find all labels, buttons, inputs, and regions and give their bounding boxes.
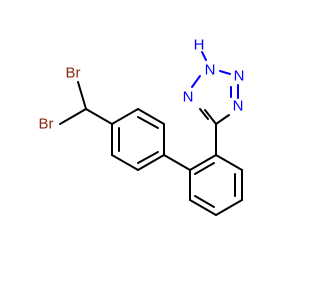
bond-b6-b1-double <box>194 162 215 175</box>
molecule-svg: Br Br H N N N N <box>39 37 245 216</box>
atom-n-nh: N <box>205 62 216 79</box>
bond-c5-n4 <box>204 109 217 125</box>
bond-a5-a6 <box>137 108 165 125</box>
bond-n3-c5 <box>215 114 230 125</box>
atom-h-nh: H <box>194 37 205 54</box>
molecule-structure-diagram: Br Br H N N N N <box>39 37 245 216</box>
bond-b4-b5-double <box>194 195 215 208</box>
bond-ch-br-top <box>77 81 87 110</box>
bond-n4-n1 <box>191 75 201 88</box>
lower-benzene-ring <box>189 154 243 216</box>
bond-a5-a6-double <box>137 116 159 129</box>
bond-b1-b2 <box>215 154 243 171</box>
bond-b4-b5 <box>189 199 217 216</box>
bond-a2-a3 <box>111 154 139 171</box>
bond-n1-n2 <box>219 70 231 75</box>
bond-ring-ch <box>85 108 113 125</box>
atom-br-bottom: Br <box>39 116 54 133</box>
atom-n-top-right: N <box>234 68 245 85</box>
bond-n-h <box>201 51 207 61</box>
bond-c5-n4-double <box>199 108 209 120</box>
bond-a1-a2-double <box>137 151 159 164</box>
atom-br-top: Br <box>66 65 81 82</box>
dibromomethyl-group <box>59 81 113 125</box>
bond-b6-b1 <box>189 154 217 171</box>
bond-biphenyl <box>163 154 191 171</box>
tetrazole-ring <box>191 70 239 125</box>
bond-a1-a2 <box>137 154 165 171</box>
atom-n-left: N <box>183 89 194 106</box>
bond-b3-b4 <box>215 199 243 216</box>
bond-a4-a5 <box>111 108 139 125</box>
atom-n-right: N <box>233 98 244 115</box>
bond-ch-br-bottom <box>59 108 87 125</box>
upper-benzene-ring <box>111 108 165 171</box>
